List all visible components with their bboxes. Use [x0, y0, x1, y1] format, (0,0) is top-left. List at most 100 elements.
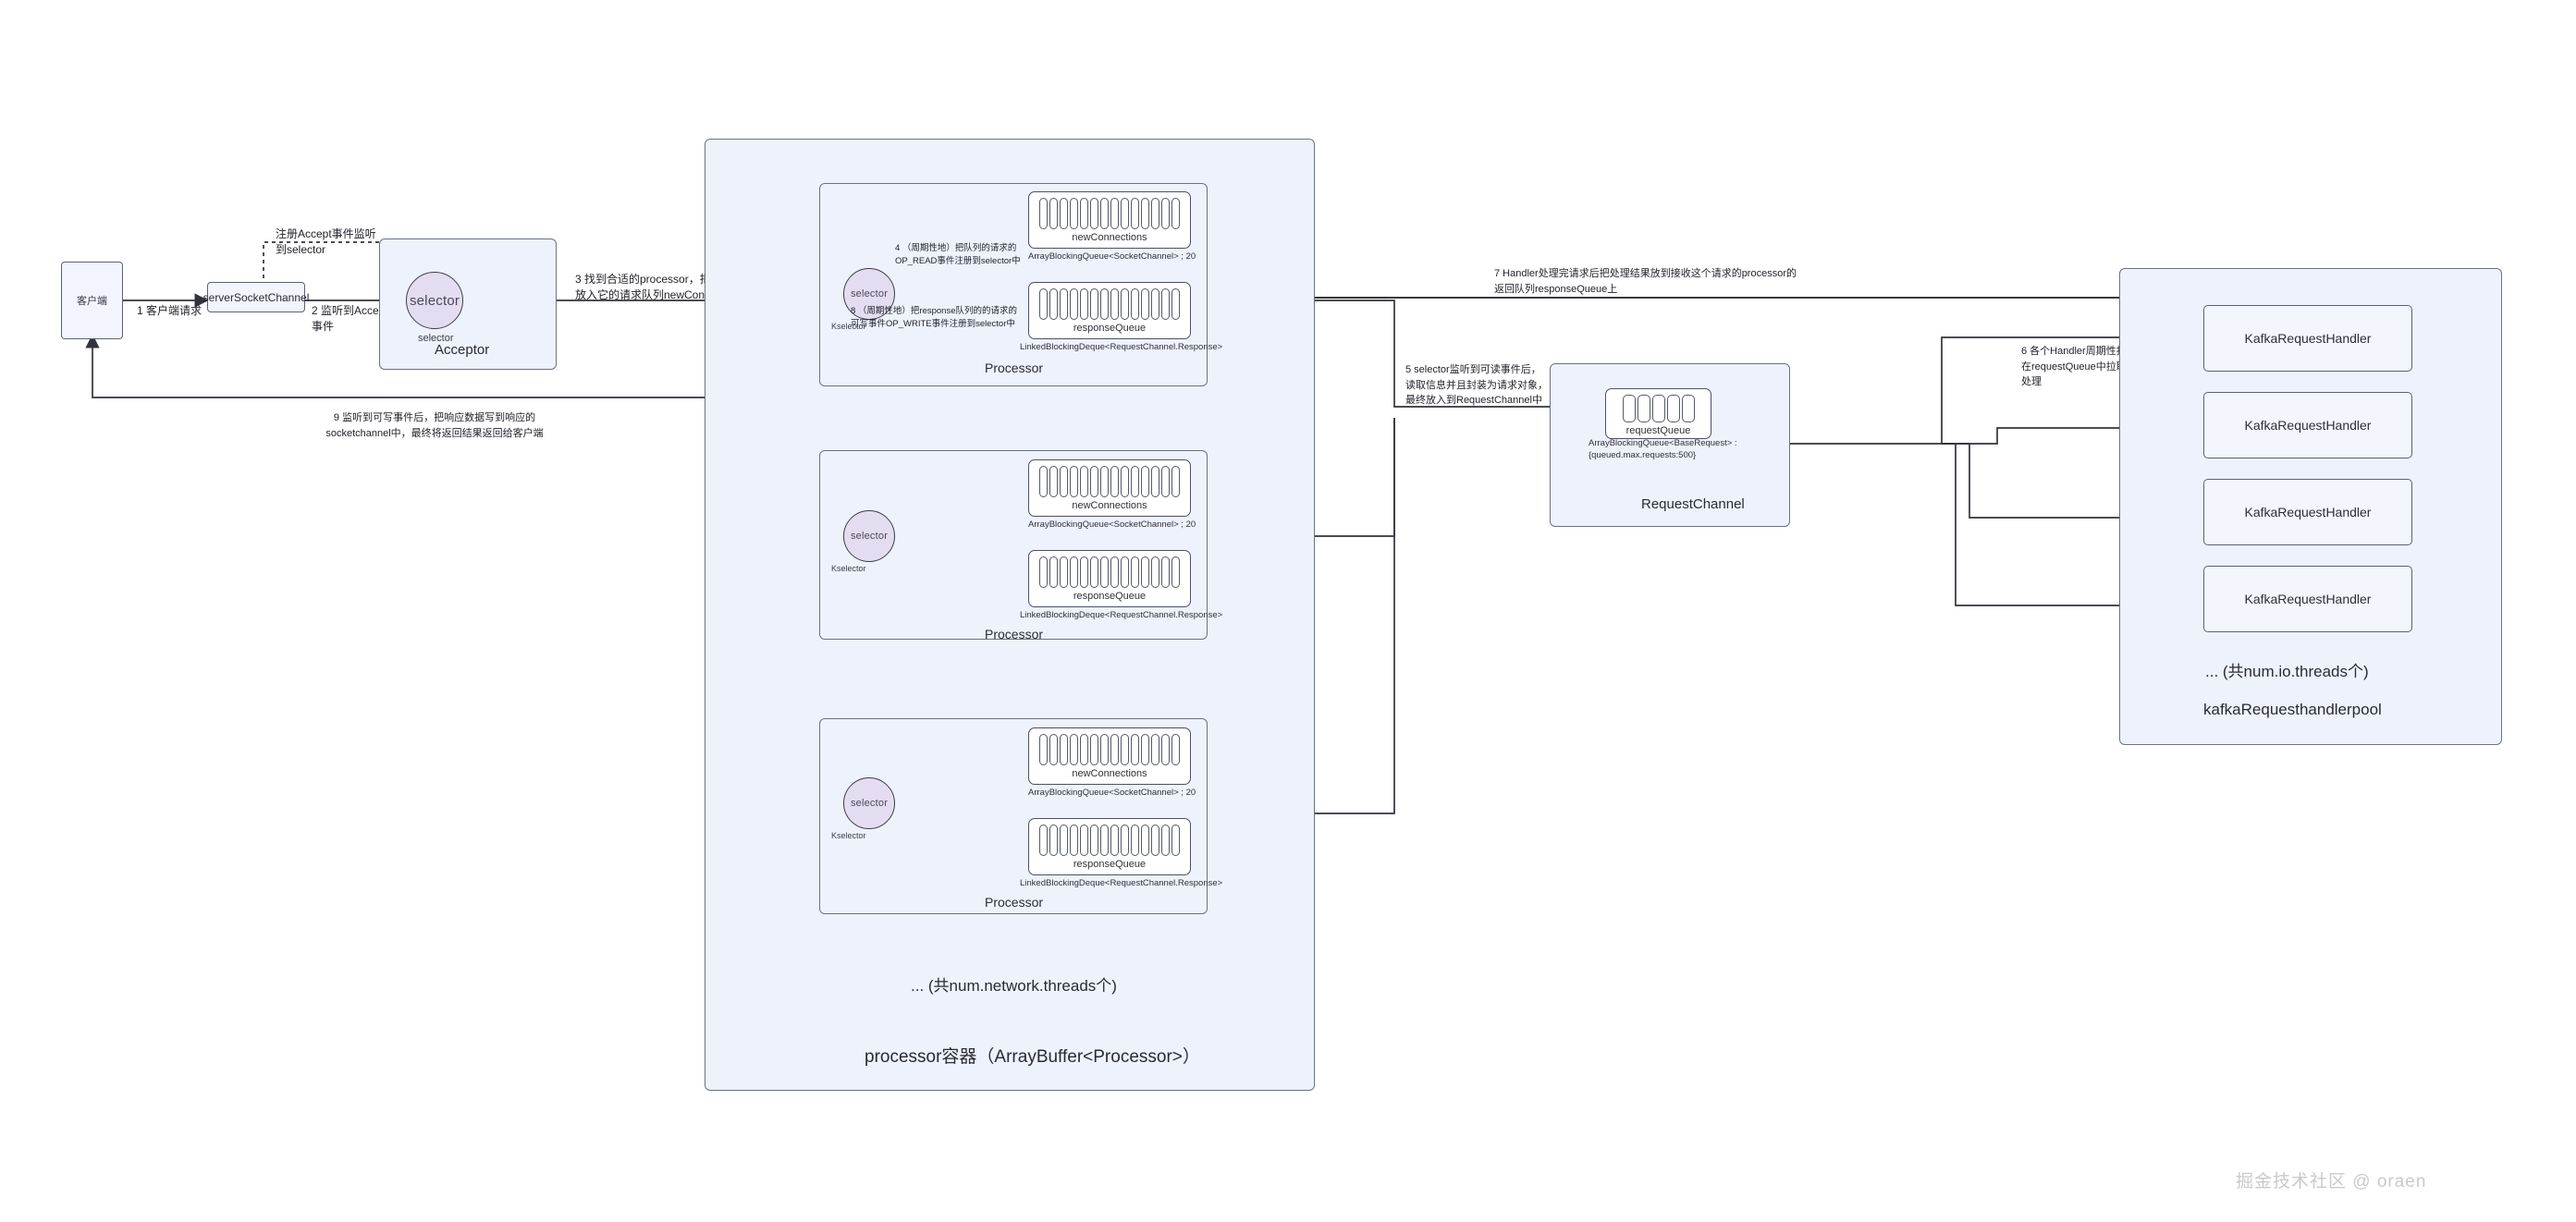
queue-slot	[1070, 556, 1078, 588]
queue-slot	[1110, 734, 1119, 765]
processor-2-responsequeue-type: LinkedBlockingDeque<RequestChannel.Respo…	[1020, 610, 1223, 620]
queue-slot	[1131, 466, 1139, 497]
queue-slot	[1070, 734, 1078, 765]
queue-slot	[1151, 556, 1159, 588]
queue-slot	[1151, 825, 1159, 856]
queue-slot	[1171, 466, 1180, 497]
queue-slot	[1141, 466, 1149, 497]
queue-slot	[1049, 288, 1058, 320]
queue-slot	[1039, 734, 1048, 765]
queue-slot	[1151, 198, 1159, 229]
queue-slot	[1171, 556, 1180, 588]
queue-slot	[1100, 288, 1109, 320]
queue-slot	[1141, 288, 1149, 320]
annotation-step-9: 9 监听到可写事件后，把响应数据写到响应的 socketchannel中，最终将…	[325, 412, 544, 439]
processor-2-responsequeue-queue[interactable]: responseQueue	[1028, 550, 1191, 607]
kafka-request-handler-3[interactable]: KafkaRequestHandler	[2203, 479, 2412, 545]
processor-1-title: Processor	[985, 360, 1044, 375]
acceptor-selector-caption: selector	[418, 333, 454, 344]
queue-slot	[1110, 198, 1119, 229]
processor-2-selector-caption: Kselector	[831, 564, 866, 573]
queue-slot	[1049, 556, 1058, 588]
annotation-register-accept: 注册Accept事件监听 到selector	[276, 227, 376, 257]
queue-slot	[1039, 466, 1048, 497]
queue-slot	[1110, 825, 1119, 856]
queue-cells	[1039, 825, 1180, 856]
handler-pool-ellipsis: ... (共num.io.threads个)	[2205, 663, 2369, 680]
queue-slot	[1131, 198, 1139, 229]
queue-name: requestQueue	[1625, 425, 1691, 436]
queue-slot	[1060, 288, 1068, 320]
queue-slot	[1049, 825, 1058, 856]
queue-slot	[1171, 825, 1180, 856]
queue-slot	[1131, 288, 1139, 320]
kafka-request-handler-2[interactable]: KafkaRequestHandler	[2203, 392, 2412, 458]
queue-slot	[1080, 825, 1088, 856]
processor-3-newconnections-type: ArrayBlockingQueue<SocketChannel> ; 20	[1028, 788, 1196, 798]
processor-3-newconnections-queue[interactable]: newConnections	[1028, 727, 1191, 785]
queue-slot	[1100, 734, 1109, 765]
request-queue[interactable]: requestQueue	[1605, 388, 1711, 439]
processor-container-ellipsis: ... (共num.network.threads个)	[911, 977, 1117, 995]
queue-slot	[1637, 395, 1650, 422]
processor-3-selector-circle[interactable]: selector	[843, 777, 895, 829]
queue-slot	[1039, 288, 1048, 320]
queue-slot	[1049, 198, 1058, 229]
kafka-request-handler-1[interactable]: KafkaRequestHandler	[2203, 305, 2412, 372]
queue-slot	[1060, 198, 1068, 229]
queue-cells	[1039, 734, 1180, 765]
processor-1-selector-caption: Kselector	[831, 322, 866, 331]
queue-slot	[1100, 825, 1109, 856]
processor-2-selector-circle[interactable]: selector	[843, 510, 895, 562]
processor-1-responsequeue-queue[interactable]: responseQueue	[1028, 282, 1191, 339]
server-socket-channel-box[interactable]: serverSocketChannel	[203, 282, 309, 312]
queue-slot	[1070, 825, 1078, 856]
queue-slot	[1151, 734, 1159, 765]
queue-slot	[1060, 466, 1068, 497]
queue-slot	[1141, 556, 1149, 588]
processor-3-responsequeue-queue[interactable]: responseQueue	[1028, 818, 1191, 875]
queue-slot	[1161, 825, 1170, 856]
client-box[interactable]: 客户端	[61, 262, 123, 339]
acceptor-selector-circle[interactable]: selector	[406, 272, 463, 329]
queue-slot	[1121, 288, 1129, 320]
processor-2-newconnections-queue[interactable]: newConnections	[1028, 459, 1191, 517]
queue-slot	[1121, 825, 1129, 856]
queue-slot	[1090, 288, 1098, 320]
acceptor-title: Acceptor	[435, 342, 490, 358]
queue-name: newConnections	[1072, 232, 1147, 243]
queue-slot	[1161, 198, 1170, 229]
processor-1-newconnections-queue[interactable]: newConnections	[1028, 191, 1191, 249]
queue-slot	[1151, 466, 1159, 497]
processor-3-responsequeue-type: LinkedBlockingDeque<RequestChannel.Respo…	[1020, 878, 1223, 888]
queue-slot	[1110, 288, 1119, 320]
watermark: 掘金技术社区 @ oraen	[2236, 1172, 2427, 1191]
queue-slot	[1060, 734, 1068, 765]
kafka-request-handler-4[interactable]: KafkaRequestHandler	[2203, 566, 2412, 632]
handler-label: KafkaRequestHandler	[2244, 592, 2372, 606]
queue-cells	[1622, 395, 1695, 422]
annotation-step-7: 7 Handler处理完请求后把处理结果放到接收这个请求的processor的 …	[1494, 268, 1797, 295]
queue-slot	[1121, 556, 1129, 588]
processor-3-selector-caption: Kselector	[831, 831, 866, 840]
annotation-step-4: 4 （周期性地）把队列的请求的 OP_READ事件注册到selector中	[895, 243, 1021, 267]
queue-slot	[1622, 395, 1636, 422]
processor-2-newconnections-type: ArrayBlockingQueue<SocketChannel> ; 20	[1028, 519, 1196, 530]
queue-slot	[1161, 734, 1170, 765]
queue-slot	[1666, 395, 1680, 422]
queue-slot	[1161, 288, 1170, 320]
queue-slot	[1070, 288, 1078, 320]
request-channel-title: RequestChannel	[1641, 496, 1745, 512]
queue-slot	[1100, 466, 1109, 497]
handler-pool-title: kafkaRequesthandlerpool	[2203, 701, 2382, 718]
acceptor-selector-label: selector	[409, 292, 460, 309]
handler-label: KafkaRequestHandler	[2244, 418, 2372, 433]
queue-name: responseQueue	[1073, 859, 1147, 870]
queue-slot	[1151, 288, 1159, 320]
queue-slot	[1080, 734, 1088, 765]
processor-1-selector-circle[interactable]: selector	[843, 268, 895, 320]
processor-3-title: Processor	[985, 895, 1044, 910]
queue-slot	[1080, 466, 1088, 497]
queue-name: newConnections	[1072, 768, 1147, 779]
